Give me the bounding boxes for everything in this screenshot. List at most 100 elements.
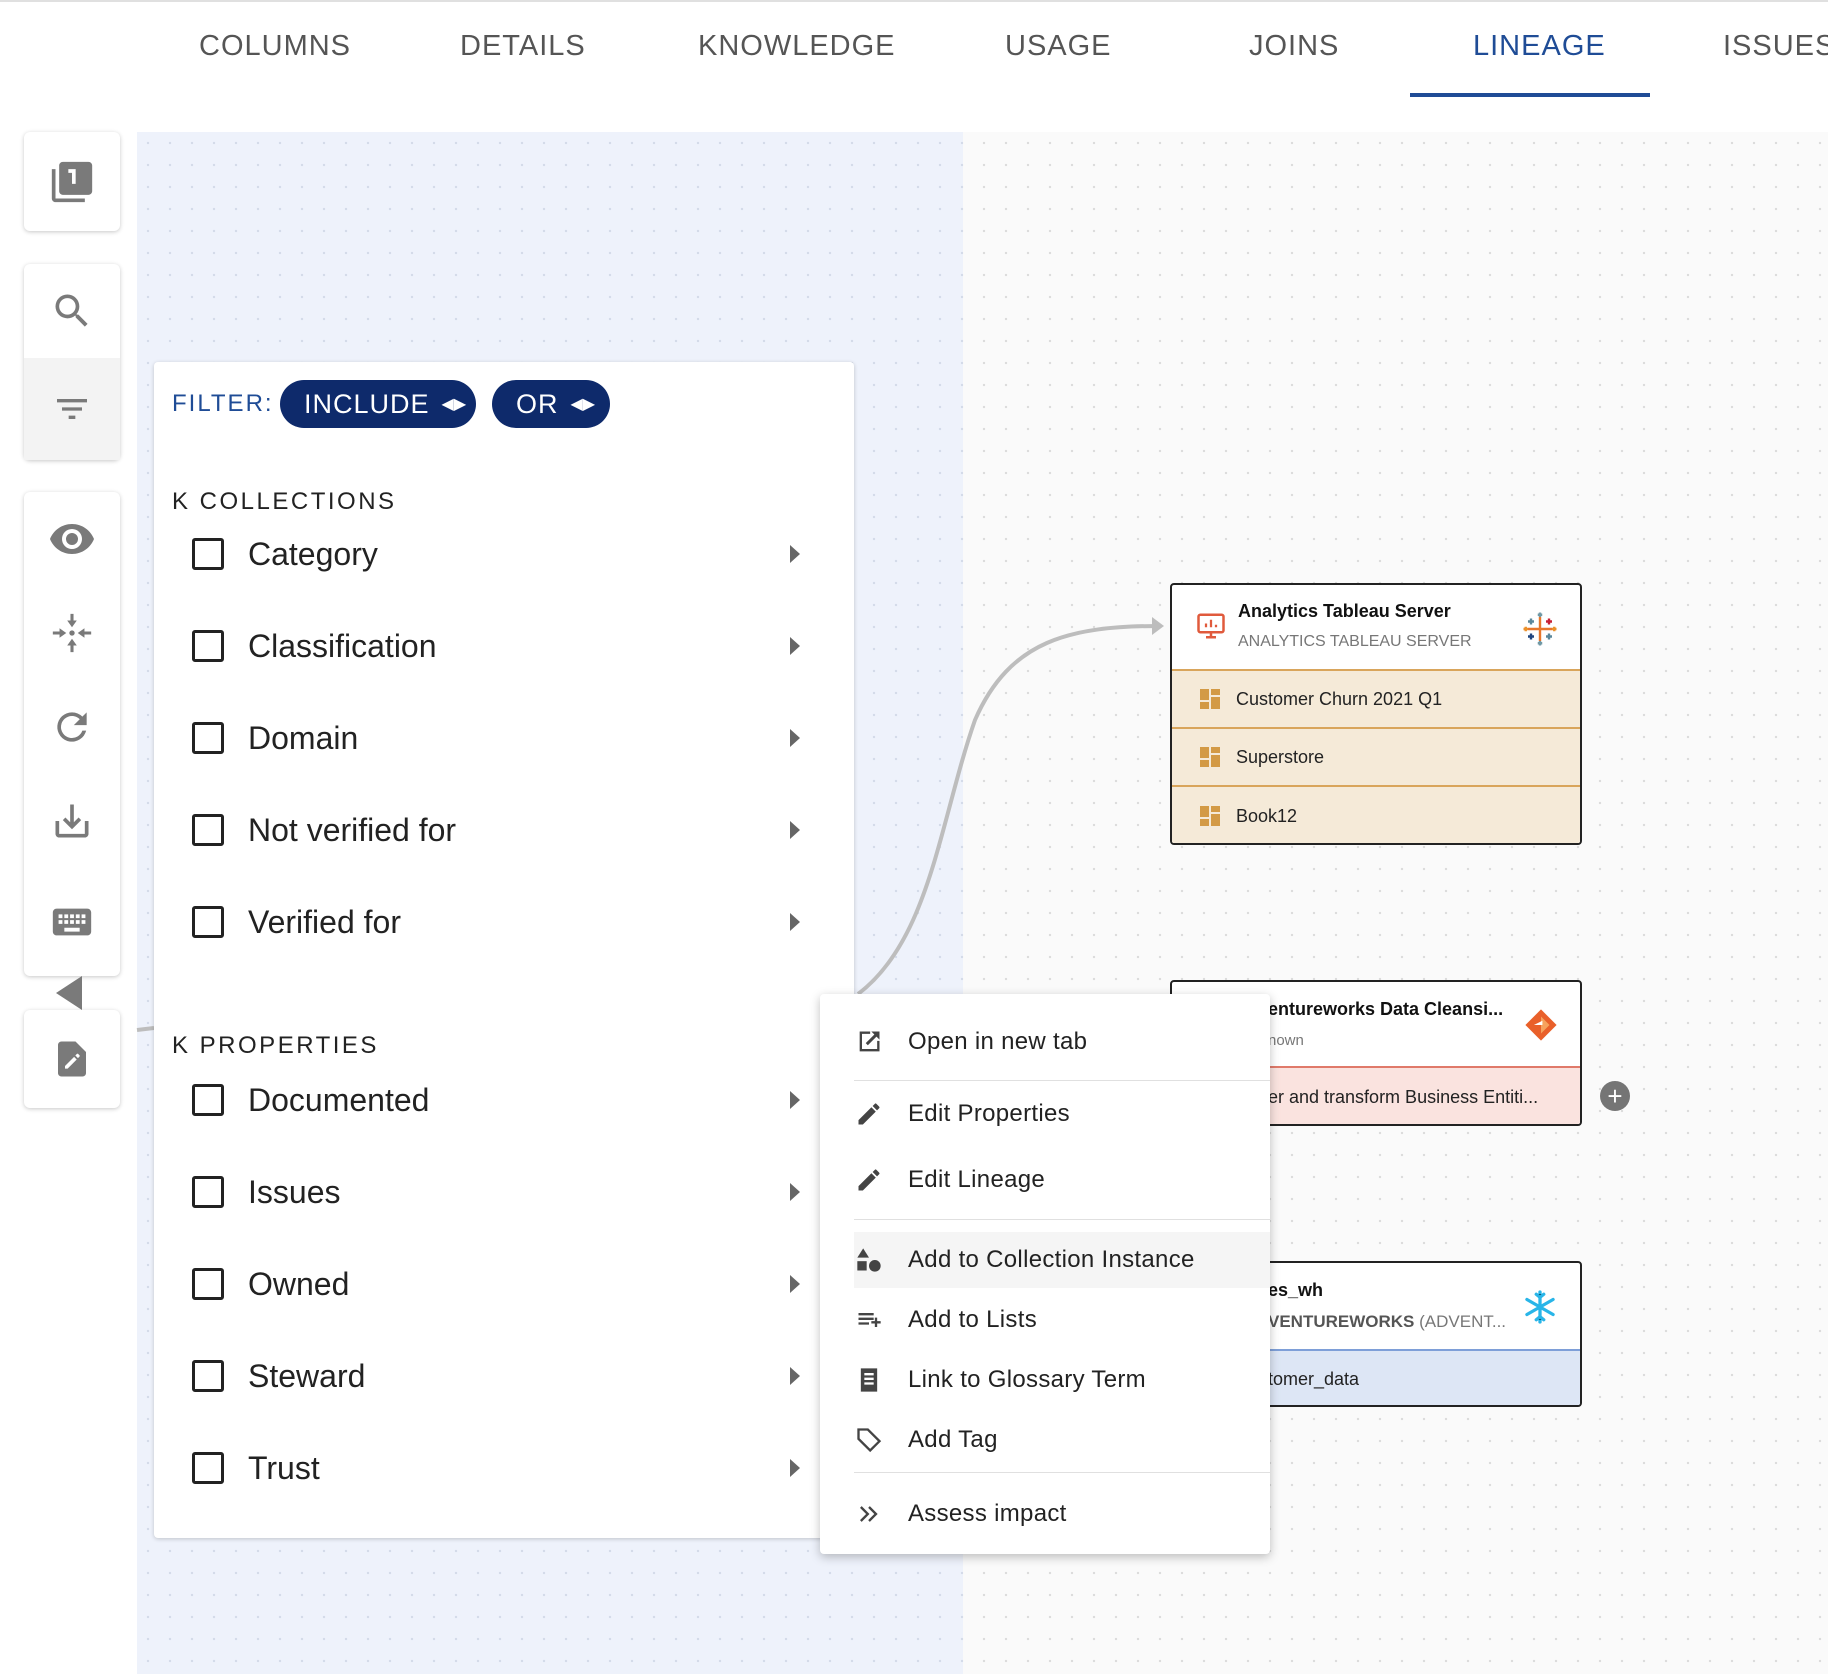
- visibility-button[interactable]: [24, 492, 120, 586]
- document-icon: [860, 1368, 878, 1392]
- keyboard-shortcuts-button[interactable]: [24, 868, 120, 976]
- caret-right-icon[interactable]: [790, 1459, 800, 1477]
- tab-bar: COLUMNS DETAILS KNOWLEDGE USAGE JOINS LI…: [0, 0, 1828, 100]
- menu-item-assess-impact[interactable]: Assess impact: [854, 1486, 1270, 1542]
- filter-button[interactable]: [24, 358, 120, 460]
- refresh-icon: [57, 712, 87, 742]
- node-header[interactable]: entureworks Data Cleansi... nown: [1172, 982, 1580, 1066]
- filter-row-steward[interactable]: Steward: [192, 1346, 842, 1406]
- collapse-button[interactable]: [24, 586, 120, 680]
- playlist-add-icon: [858, 1313, 881, 1327]
- node-row-superstore[interactable]: Superstore: [1172, 727, 1580, 785]
- tab-details[interactable]: DETAILS: [460, 30, 586, 62]
- menu-item-add-to-lists[interactable]: Add to Lists: [854, 1292, 1270, 1348]
- caret-right-icon[interactable]: [790, 913, 800, 931]
- menu-item-edit-lineage[interactable]: Edit Lineage: [854, 1152, 1270, 1208]
- download-button[interactable]: [24, 774, 120, 868]
- menu-item-link-to-glossary-term[interactable]: Link to Glossary Term: [854, 1352, 1270, 1408]
- checkbox[interactable]: [192, 1360, 224, 1392]
- or-toggle[interactable]: OR ◀▶: [492, 380, 610, 428]
- menu-item-add-tag[interactable]: Add Tag: [854, 1412, 1270, 1468]
- search-icon: [55, 294, 88, 327]
- tab-knowledge[interactable]: KNOWLEDGE: [698, 30, 896, 62]
- eye-icon: [50, 524, 94, 554]
- caret-right-icon[interactable]: [790, 1275, 800, 1293]
- collapse-icon: [52, 613, 92, 653]
- open-external-icon: [859, 1031, 880, 1052]
- tab-columns[interactable]: COLUMNS: [199, 30, 352, 62]
- filter-row-label: Owned: [248, 1265, 350, 1302]
- caret-right-icon[interactable]: [790, 1367, 800, 1385]
- caret-right-icon[interactable]: [790, 729, 800, 747]
- filter-row-label: Verified for: [248, 903, 401, 940]
- filter-row-owned[interactable]: Owned: [192, 1254, 842, 1314]
- checkbox[interactable]: [192, 906, 224, 938]
- filter-row-issues[interactable]: Issues: [192, 1162, 842, 1222]
- caret-right-icon[interactable]: [790, 1183, 800, 1201]
- checkbox[interactable]: [192, 722, 224, 754]
- filter-row-label: Documented: [248, 1081, 430, 1118]
- checkbox[interactable]: [192, 538, 224, 570]
- menu-item-label: Add Tag: [908, 1426, 998, 1453]
- tab-lineage[interactable]: LINEAGE: [1473, 30, 1606, 62]
- checkbox[interactable]: [192, 1268, 224, 1300]
- filter-row-label: Category: [248, 535, 378, 572]
- filter-row-documented[interactable]: Documented: [192, 1070, 842, 1130]
- filter-row-not-verified-for[interactable]: Not verified for: [192, 800, 842, 860]
- checkbox[interactable]: [192, 1452, 224, 1484]
- filter-row-label: Domain: [248, 719, 359, 756]
- node-title: Analytics Tableau Server: [1238, 601, 1451, 621]
- toolbar-collapse-arrow[interactable]: [56, 976, 82, 1010]
- node-row-book12[interactable]: Book12: [1172, 785, 1580, 843]
- filter-row-label: Issues: [248, 1173, 341, 1210]
- checkbox[interactable]: [192, 1176, 224, 1208]
- caret-right-icon[interactable]: [790, 821, 800, 839]
- checkbox[interactable]: [192, 630, 224, 662]
- node-header[interactable]: Analytics Tableau Server ANALYTICS TABLE…: [1172, 585, 1580, 669]
- caret-right-icon[interactable]: [790, 545, 800, 563]
- caret-right-icon[interactable]: [790, 1091, 800, 1109]
- filter-icon: [57, 399, 87, 419]
- node-title: entureworks Data Cleansi...: [1268, 999, 1504, 1019]
- node-header[interactable]: es_wh VENTUREWORKS (ADVENT...: [1172, 1263, 1580, 1349]
- collections-section-title: K COLLECTIONS: [172, 488, 397, 515]
- menu-item-label: Assess impact: [908, 1500, 1067, 1527]
- node-subtitle: ANALYTICS TABLEAU SERVER: [1238, 633, 1472, 650]
- menu-item-open-in-new-tab[interactable]: Open in new tab: [854, 1014, 1270, 1070]
- menu-item-label: Edit Lineage: [908, 1166, 1046, 1193]
- menu-item-label: Open in new tab: [908, 1028, 1088, 1055]
- pencil-icon: [858, 1103, 880, 1125]
- tab-issues[interactable]: ISSUES: [1723, 30, 1828, 62]
- tableau-logo-icon: [1523, 612, 1557, 646]
- filter-row-verified-for[interactable]: Verified for: [192, 892, 842, 952]
- edit-button[interactable]: [24, 1010, 120, 1108]
- node-row-label: er and transform Business Entiti...: [1268, 1086, 1539, 1107]
- search-button[interactable]: [24, 264, 120, 358]
- refresh-button[interactable]: [24, 680, 120, 774]
- layers-button[interactable]: [24, 132, 120, 231]
- filter-row-category[interactable]: Category: [192, 524, 842, 584]
- menu-item-edit-properties[interactable]: Edit Properties: [854, 1086, 1270, 1142]
- node-row-label: Superstore: [1236, 746, 1325, 767]
- filter-row-domain[interactable]: Domain: [192, 708, 842, 768]
- filter-row-trust[interactable]: Trust: [192, 1438, 842, 1498]
- include-toggle[interactable]: INCLUDE ◀▶: [280, 380, 476, 428]
- active-tab-indicator: [1410, 93, 1650, 97]
- filter-row-classification[interactable]: Classification: [192, 616, 842, 676]
- node-row-label: tomer_data: [1268, 1368, 1360, 1389]
- dashboard-icon: [1200, 747, 1220, 767]
- tab-joins[interactable]: JOINS: [1249, 30, 1340, 62]
- filter-label: FILTER:: [172, 390, 274, 417]
- or-label: OR: [516, 388, 559, 419]
- node-analytics-tableau-server[interactable]: Analytics Tableau Server ANALYTICS TABLE…: [1170, 583, 1582, 845]
- checkbox[interactable]: [192, 1084, 224, 1116]
- expand-plus-button[interactable]: +: [1600, 1081, 1630, 1111]
- node-row-customer-churn[interactable]: Customer Churn 2021 Q1: [1172, 669, 1580, 727]
- node-row-label: Book12: [1236, 805, 1298, 826]
- menu-item-add-to-collection-instance[interactable]: Add to Collection Instance: [854, 1232, 1270, 1288]
- tab-usage[interactable]: USAGE: [1005, 30, 1112, 62]
- toggle-arrows-icon: ◀▶: [570, 396, 596, 413]
- checkbox[interactable]: [192, 814, 224, 846]
- menu-divider: [854, 1219, 1270, 1220]
- caret-right-icon[interactable]: [790, 637, 800, 655]
